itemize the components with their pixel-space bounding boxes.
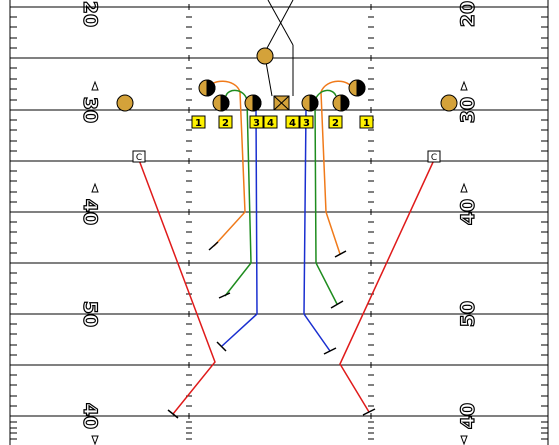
arrow-icon	[460, 182, 468, 193]
gap-label: 3	[303, 118, 310, 129]
hash-marks	[10, 4, 548, 440]
players	[116, 47, 458, 112]
route-red-left	[138, 159, 216, 415]
arrow-icon	[91, 435, 99, 445]
yard-number: 40	[457, 403, 479, 429]
gap-label: 1	[363, 118, 370, 129]
gap-label: 2	[222, 118, 229, 129]
yard-number: 20	[457, 1, 479, 27]
yard-lines	[10, 6, 548, 417]
routes	[138, 80, 435, 419]
yard-number: 30	[79, 97, 101, 123]
arrow-icon	[91, 182, 99, 193]
lineman-right-mid[interactable]	[332, 94, 350, 112]
yard-number: 40	[457, 199, 479, 225]
gap-label: 1	[195, 118, 202, 129]
yard-numbers-left: 20 30 40 50 40	[78, 0, 101, 430]
gap-labels: 1 2 3 4 4 3 2 1	[191, 115, 374, 129]
yard-number: 30	[457, 97, 479, 123]
yard-number: 50	[457, 301, 479, 327]
gap-label: 3	[253, 118, 260, 129]
arrow-icon	[460, 435, 468, 445]
lineman-right-inner[interactable]	[301, 94, 319, 112]
lineman-left-mid[interactable]	[212, 94, 230, 112]
corner-label: C	[431, 153, 437, 163]
yard-number: 20	[79, 1, 101, 27]
qb-player[interactable]	[256, 47, 274, 65]
corner-left[interactable]	[132, 150, 146, 163]
wide-receiver-left[interactable]	[116, 94, 134, 112]
route-red-right	[339, 159, 435, 413]
wide-receiver-right[interactable]	[440, 94, 458, 112]
gap-label: 2	[332, 118, 339, 129]
gap-label: 4	[289, 118, 296, 129]
corner-right[interactable]	[427, 150, 441, 163]
lineman-left-outer[interactable]	[198, 79, 216, 97]
corner-markers: C C	[132, 150, 441, 163]
lineman-left-inner[interactable]	[244, 94, 262, 112]
yard-number: 40	[79, 403, 101, 429]
gap-label: 4	[267, 118, 274, 129]
center-player[interactable]	[273, 95, 290, 111]
arrow-icon	[460, 80, 468, 91]
lineman-right-outer[interactable]	[348, 79, 366, 97]
arrow-icon	[91, 80, 99, 91]
route-blue-right	[303, 109, 331, 352]
qb-drop-lines	[265, 0, 294, 97]
direction-arrows	[91, 80, 468, 445]
yard-number: 50	[79, 301, 101, 327]
yard-number: 40	[79, 199, 101, 225]
route-blue-left	[221, 109, 258, 347]
corner-label: C	[136, 153, 142, 163]
yard-numbers-right: 20 30 40 50 40	[456, 0, 479, 430]
